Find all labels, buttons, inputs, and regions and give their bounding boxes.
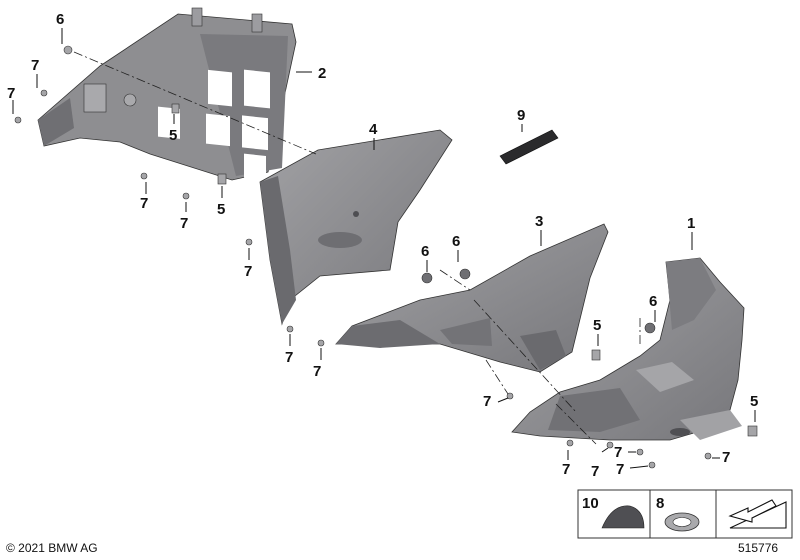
screw-icon bbox=[704, 452, 712, 460]
copyright-text: © 2021 BMW AG bbox=[6, 541, 98, 555]
part-3-fairing bbox=[335, 223, 609, 373]
callout-7: 7 bbox=[285, 349, 293, 366]
cap-icon bbox=[601, 505, 645, 529]
screw-icon bbox=[286, 325, 294, 333]
callout-5: 5 bbox=[169, 127, 177, 144]
callouts: 6 7 7 2 5 7 7 5 4 9 7 7 7 3 6 6 1 6 5 7 … bbox=[7, 11, 758, 480]
part-1-front-fairing bbox=[511, 257, 745, 441]
callout-7: 7 bbox=[313, 363, 321, 380]
callout-7: 7 bbox=[180, 215, 188, 232]
clip-icon bbox=[591, 349, 601, 361]
callout-4: 4 bbox=[369, 121, 378, 138]
screw-icon bbox=[182, 192, 190, 200]
callout-6: 6 bbox=[56, 11, 64, 28]
orientation-arrow-icon bbox=[728, 499, 787, 529]
legend-label-10: 10 bbox=[582, 495, 599, 512]
callout-7: 7 bbox=[614, 444, 622, 461]
callout-3: 3 bbox=[535, 213, 543, 230]
screw-icon bbox=[648, 461, 656, 469]
callout-5: 5 bbox=[593, 317, 601, 334]
callout-7: 7 bbox=[616, 461, 624, 478]
legend: 10 8 bbox=[577, 489, 793, 539]
leader-lines bbox=[12, 28, 756, 469]
callout-7: 7 bbox=[722, 449, 730, 466]
screw-icon bbox=[40, 89, 48, 97]
part-4-side-panel bbox=[259, 129, 453, 326]
screw-icon bbox=[245, 238, 253, 246]
grommet-icon bbox=[644, 322, 656, 334]
callout-7: 7 bbox=[244, 263, 252, 280]
assembly-lines bbox=[73, 51, 641, 445]
callout-2: 2 bbox=[318, 65, 326, 82]
fasteners bbox=[14, 45, 758, 469]
screw-icon bbox=[606, 441, 614, 449]
frame-window-6 bbox=[244, 153, 266, 180]
screw-icon bbox=[636, 448, 644, 456]
grommet-icon bbox=[421, 272, 433, 284]
part-9-strip bbox=[499, 129, 559, 165]
frame-window-3 bbox=[206, 113, 230, 147]
legend-label-8: 8 bbox=[656, 495, 664, 512]
clip-icon bbox=[747, 425, 758, 437]
callout-7: 7 bbox=[7, 85, 15, 102]
screw-icon bbox=[566, 439, 574, 447]
callout-7: 7 bbox=[140, 195, 148, 212]
callout-5: 5 bbox=[750, 393, 758, 410]
callout-5: 5 bbox=[217, 201, 225, 218]
callout-1: 1 bbox=[687, 215, 695, 232]
callout-6: 6 bbox=[452, 233, 460, 250]
grommet-icon bbox=[459, 268, 471, 280]
screw-icon bbox=[506, 392, 514, 400]
callout-7: 7 bbox=[562, 461, 570, 478]
callout-7: 7 bbox=[591, 463, 599, 480]
screw-icon bbox=[63, 45, 73, 55]
screw-icon bbox=[140, 172, 148, 180]
frame-window-1 bbox=[208, 69, 232, 107]
callout-6: 6 bbox=[421, 243, 429, 260]
clip-icon bbox=[171, 103, 180, 114]
screw-icon bbox=[317, 339, 325, 347]
callout-9: 9 bbox=[517, 107, 525, 124]
part-2-frame bbox=[37, 7, 297, 181]
callout-7: 7 bbox=[483, 393, 491, 410]
callout-7: 7 bbox=[31, 57, 39, 74]
frame-window-4 bbox=[242, 115, 268, 151]
clip-icon bbox=[217, 173, 227, 185]
image-number: 515776 bbox=[738, 541, 779, 555]
screw-icon bbox=[14, 116, 22, 124]
callout-6: 6 bbox=[649, 293, 657, 310]
frame-window-2 bbox=[244, 69, 270, 109]
